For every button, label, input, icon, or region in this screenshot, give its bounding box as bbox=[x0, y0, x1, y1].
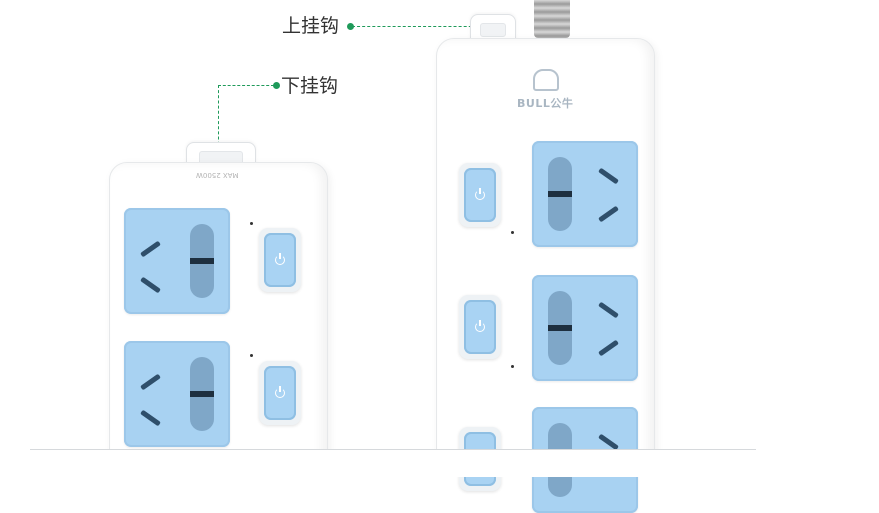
left-socket-1-slot-a bbox=[140, 240, 161, 258]
left-strip-rating-text: MAX 2500W bbox=[196, 171, 239, 179]
power-icon bbox=[475, 188, 485, 200]
right-indicator-1 bbox=[511, 231, 514, 234]
right-switch-2[interactable] bbox=[459, 295, 501, 359]
upper-hook-label: 上挂钩 bbox=[282, 15, 340, 37]
left-switch-2[interactable] bbox=[259, 361, 301, 425]
right-strip-upper-hook bbox=[470, 14, 516, 42]
right-switch-1[interactable] bbox=[459, 163, 501, 227]
right-socket-2-slot-b bbox=[598, 339, 619, 357]
right-indicator-2 bbox=[511, 365, 514, 368]
upper-hook-callout-dot bbox=[347, 23, 354, 30]
brand-logo-text: BULL公牛 bbox=[517, 97, 574, 110]
bottom-cutoff bbox=[0, 450, 879, 477]
left-socket-1-earth bbox=[190, 224, 214, 298]
right-socket-2-earth bbox=[548, 291, 572, 365]
left-socket-2 bbox=[124, 341, 230, 447]
right-socket-2 bbox=[532, 275, 638, 381]
power-icon bbox=[475, 320, 485, 332]
right-socket-2-slot-a bbox=[598, 301, 619, 319]
left-socket-2-slot-a bbox=[140, 373, 161, 391]
lower-hook-callout-dot bbox=[273, 82, 280, 89]
right-power-strip: BULL公牛 bbox=[436, 38, 655, 513]
left-socket-2-slot-b bbox=[140, 409, 161, 427]
left-switch-1[interactable] bbox=[259, 228, 301, 292]
left-power-strip: MAX 2500W bbox=[109, 162, 328, 464]
left-socket-1-slot-b bbox=[140, 276, 161, 294]
floor-line bbox=[30, 449, 756, 450]
right-socket-1-slot-b bbox=[598, 205, 619, 223]
left-socket-1 bbox=[124, 208, 230, 314]
power-cord bbox=[534, 0, 570, 38]
right-socket-1-slot-a bbox=[598, 167, 619, 185]
power-icon bbox=[275, 386, 285, 398]
right-socket-3-slot-a bbox=[598, 433, 619, 451]
right-socket-1 bbox=[532, 141, 638, 247]
upper-hook-callout-line bbox=[352, 26, 487, 27]
lower-hook-label: 下挂钩 bbox=[281, 75, 339, 97]
power-icon bbox=[275, 253, 285, 265]
left-indicator-1 bbox=[250, 222, 253, 225]
left-socket-2-earth bbox=[190, 357, 214, 431]
right-socket-1-earth bbox=[548, 157, 572, 231]
bull-logo-icon bbox=[533, 69, 559, 91]
lower-hook-callout-line bbox=[218, 85, 274, 86]
lower-hook-callout-drop bbox=[218, 85, 219, 155]
left-indicator-2 bbox=[250, 354, 253, 357]
